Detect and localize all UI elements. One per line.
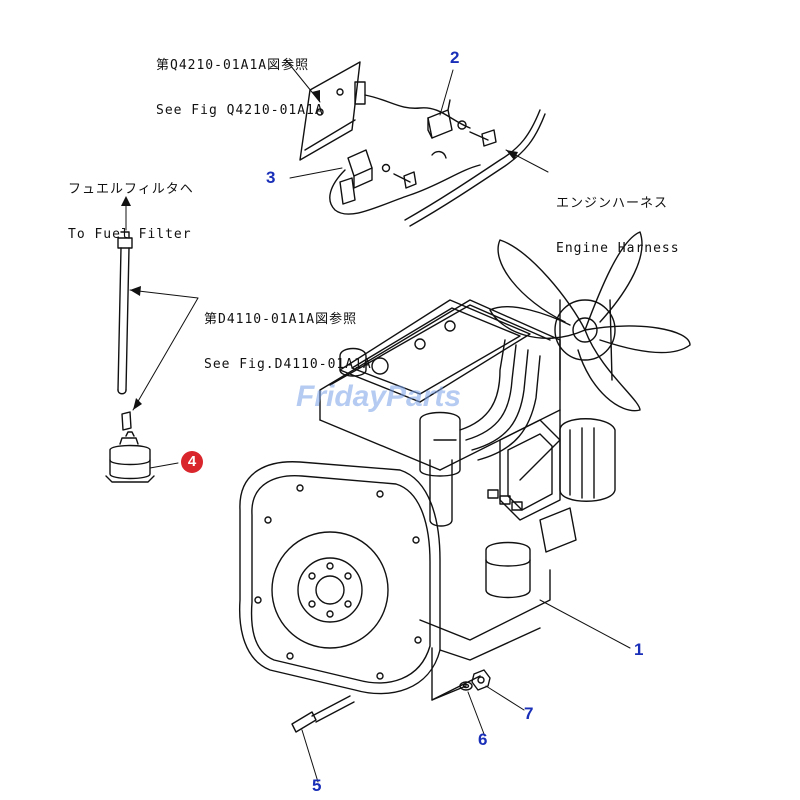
watermark-logo: FridayParts: [296, 380, 462, 413]
bolt-part-5: [291, 695, 355, 733]
reference-note-engine-harness-en: Engine Harness: [556, 241, 680, 256]
reference-note-engine-harness-jp: エンジンハーネス: [556, 196, 669, 211]
reference-note-fuel-filter-jp: フュエルフィルタヘ: [68, 182, 194, 197]
relay-part-3: [339, 149, 417, 205]
reference-note-fuel-filter: フュエルフィルタヘ To Fuel Filter: [68, 152, 194, 272]
leader-lines: [125, 59, 631, 783]
nut-part-7: [471, 669, 491, 691]
reference-note-engine-harness: エンジンハーネス Engine Harness: [556, 166, 680, 286]
reference-note-fuel-filter-en: To Fuel Filter: [68, 227, 192, 242]
callout-3[interactable]: 3: [266, 168, 276, 187]
callout-2[interactable]: 2: [450, 48, 460, 67]
reference-note-d4110-en: See Fig.D4110-01A1A: [204, 357, 372, 372]
fuel-line-pipe: [117, 231, 133, 431]
reference-note-d4110-jp: 第D4110-01A1A図参照: [204, 312, 358, 327]
relay-part-2: [427, 99, 497, 159]
engine-block: [238, 299, 616, 695]
callout-5[interactable]: 5: [312, 776, 322, 795]
reference-note-d4110: 第D4110-01A1A図参照 See Fig.D4110-01A1A: [204, 282, 372, 402]
arrowheads: [121, 90, 518, 410]
relay-bracket-assembly: [299, 61, 546, 227]
callout-1[interactable]: 1: [634, 640, 644, 659]
sensor-part-4: [105, 431, 155, 483]
reference-note-q4210-en: See Fig Q4210-01A1A: [156, 103, 324, 118]
callout-6[interactable]: 6: [478, 730, 488, 749]
reference-note-q4210-jp: 第Q4210-01A1A図参照: [156, 58, 310, 73]
cooling-fan: [489, 231, 691, 412]
callout-7[interactable]: 7: [524, 704, 534, 723]
reference-note-q4210: 第Q4210-01A1A図参照 See Fig Q4210-01A1A: [156, 28, 324, 148]
callout-4-highlighted[interactable]: 4: [181, 451, 203, 473]
